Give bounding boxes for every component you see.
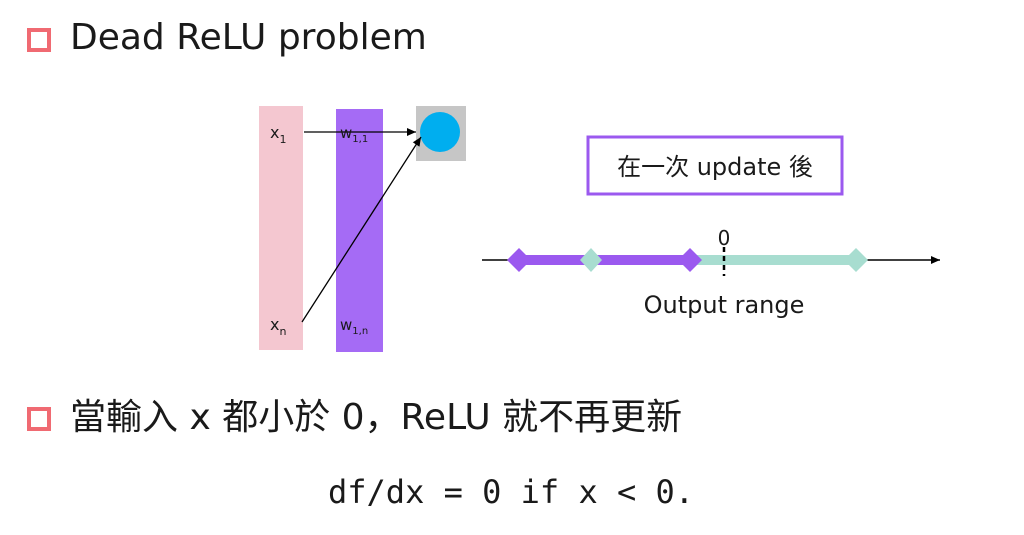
input-label-bottom: xn <box>270 315 286 338</box>
point-bullet-icon <box>27 407 51 431</box>
input-column <box>259 106 303 350</box>
dead-relu-explanation: 當輸入 x 都小於 0，ReLU 就不再更新 <box>70 397 683 438</box>
input-label-top: x1 <box>270 123 286 146</box>
purple-range-bar <box>519 255 690 265</box>
weight-column <box>336 109 383 352</box>
weight-label-bottom: w1,n <box>340 316 368 337</box>
zero-label: 0 <box>718 226 731 250</box>
derivative-formula: df/dx = 0 if x < 0. <box>328 473 695 511</box>
teal-diamond-right <box>844 248 868 272</box>
output-range-label: Output range <box>644 291 805 319</box>
update-box <box>586 135 844 196</box>
slide-title: Dead ReLU problem <box>70 17 427 58</box>
teal-diamond-left <box>580 248 602 272</box>
update-label: 在一次 update 後 <box>617 153 813 181</box>
teal-range-bar <box>690 255 856 265</box>
title-bullet-icon <box>27 28 51 52</box>
purple-diamond-left <box>507 248 531 272</box>
neuron <box>420 112 460 152</box>
weight-label-top: w1,1 <box>340 124 368 145</box>
purple-diamond-right <box>678 248 702 272</box>
connection-bottom <box>301 136 422 323</box>
